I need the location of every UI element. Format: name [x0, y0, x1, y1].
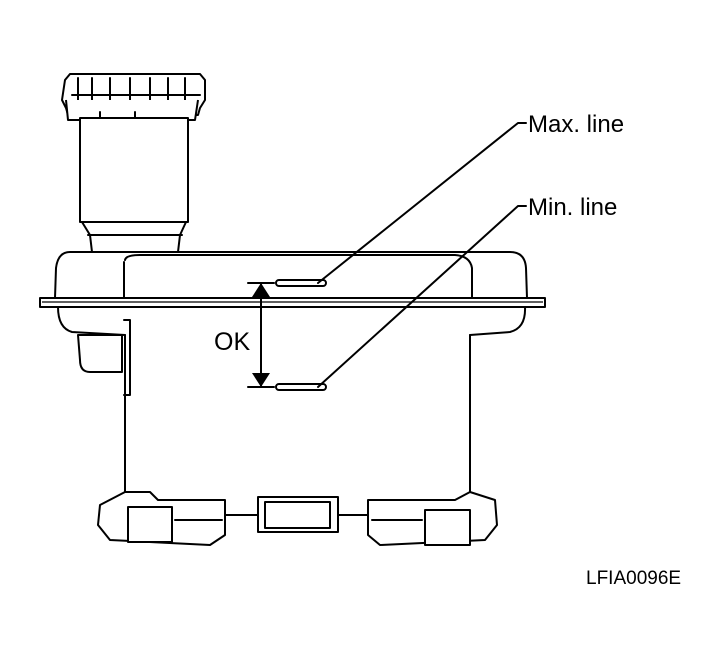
reservoir-flange: [39, 297, 546, 308]
reservoir-cap: [61, 73, 206, 123]
reservoir-upper-body: [54, 251, 528, 299]
reservoir-bottom-mounts: [97, 491, 498, 546]
reservoir-lower-body: [57, 306, 527, 516]
reservoir-neck: [79, 117, 189, 253]
min-line-label: Min. line: [528, 194, 617, 221]
min-level-mark: [275, 383, 327, 391]
max-level-mark: [275, 279, 327, 287]
figure-code: LFIA0096E: [586, 568, 681, 589]
min-line-leader: [317, 205, 527, 388]
max-line-leader: [317, 122, 527, 284]
max-line-label: Max. line: [528, 111, 624, 138]
ok-label: OK: [214, 328, 250, 356]
ok-range-arrow: [247, 282, 275, 388]
